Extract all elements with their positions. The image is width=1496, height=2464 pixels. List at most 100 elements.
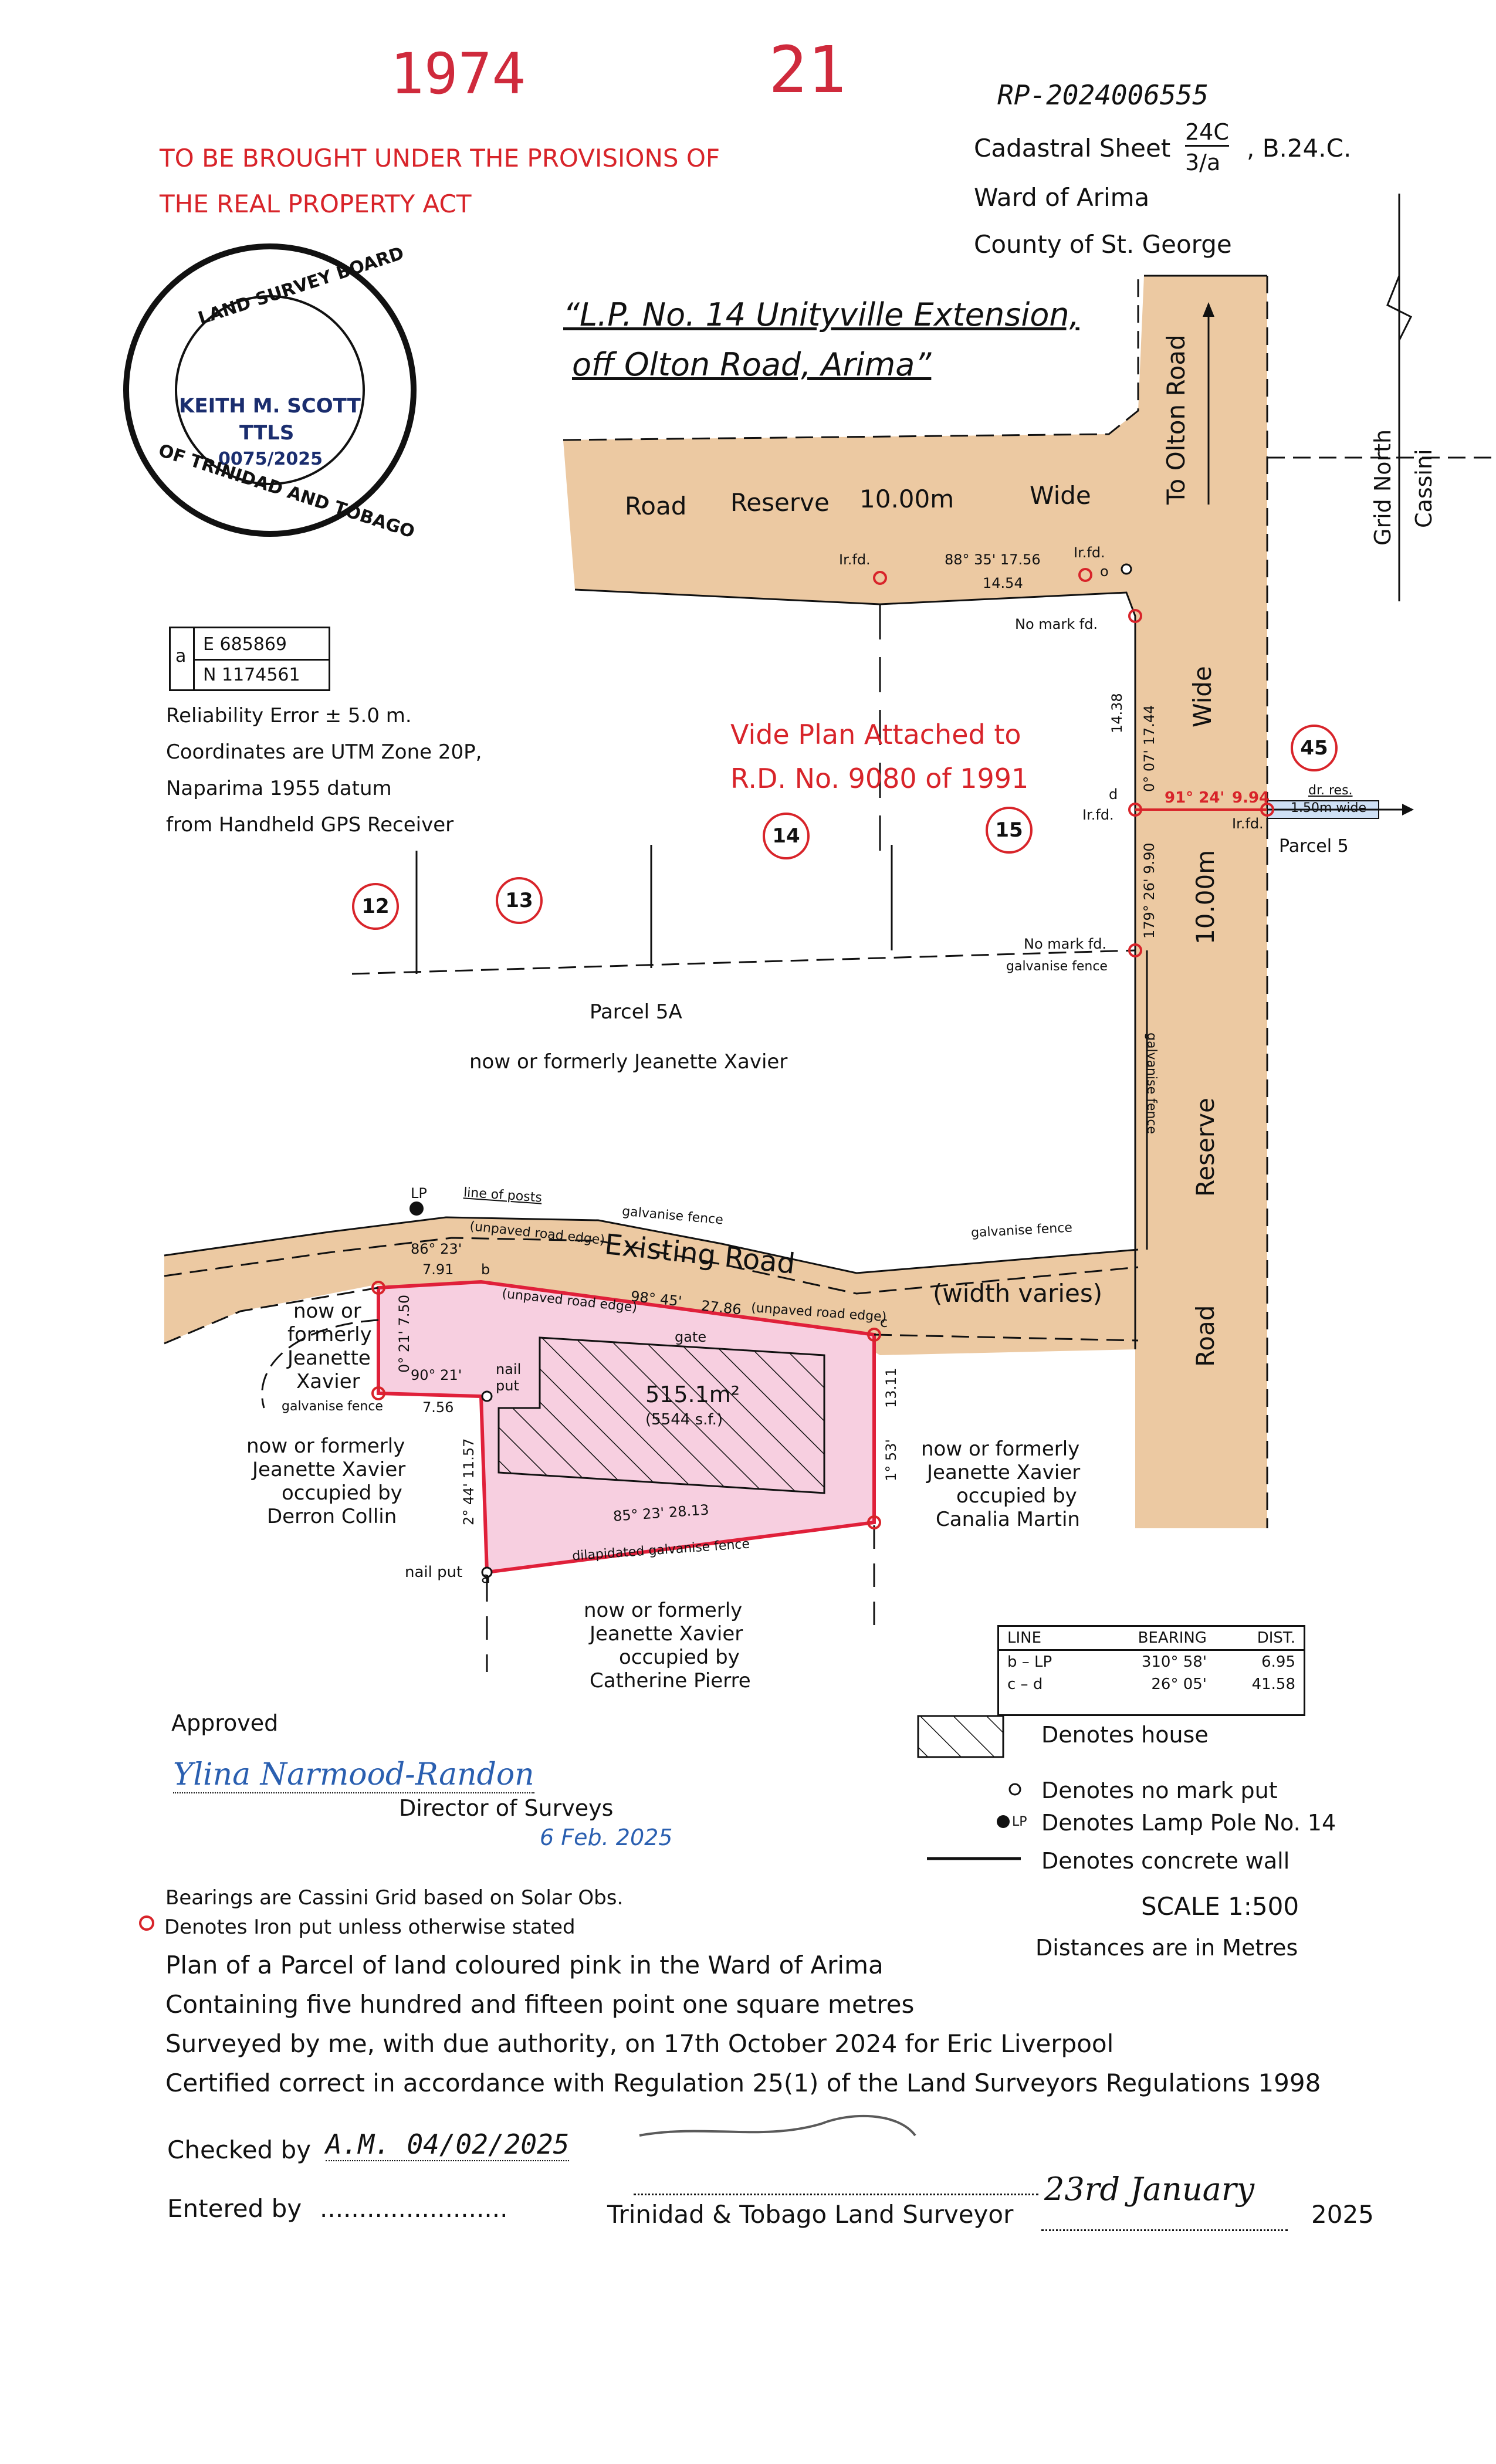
plan-desc-2: Containing five hundred and fifteen poin…: [165, 1990, 915, 2019]
nail-dist: 7.56: [422, 1399, 454, 1416]
derron-line: occupied by: [282, 1481, 402, 1505]
top-bearing-label: 88° 35' 17.56: [945, 551, 1041, 568]
vide-line1: Vide Plan Attached to: [730, 719, 1021, 750]
iron-put-mark: [867, 1328, 881, 1342]
surveyor-date: 23rd January: [1044, 2171, 1255, 2208]
lot-15-circle: 15: [986, 807, 1033, 854]
north-arrow-break: [1386, 275, 1413, 341]
iron-put-mark: [873, 571, 887, 585]
legend-lamp: Denotes Lamp Pole No. 14: [1041, 1810, 1336, 1836]
lot-13-circle: 13: [496, 877, 543, 924]
coords-note1: Reliability Error ± 5.0 m.: [166, 704, 412, 727]
ten-m-vertical-label: 10.00m: [1191, 849, 1220, 945]
stamp-reg: 0075/2025: [218, 449, 323, 469]
coords-note4: from Handheld GPS Receiver: [166, 813, 454, 837]
cadastral-den: 3/a: [1185, 150, 1221, 175]
legend-no-mark: Denotes no mark put: [1041, 1778, 1278, 1803]
dim-v1: 14.38: [1109, 693, 1125, 733]
coords-northing: N 1174561: [203, 665, 300, 685]
road-reserve-label: 10.00m: [859, 485, 955, 513]
provisions-line1: TO BE BROUGHT UNDER THE PROVISIONS OF: [160, 144, 720, 172]
line-table-cell: 6.95: [1261, 1653, 1295, 1671]
plan-number-left: 1974: [390, 41, 526, 107]
dist-7-91: 7.91: [422, 1261, 454, 1278]
left-owner-line: formerly: [287, 1323, 372, 1346]
drain-arrowhead: [1402, 804, 1414, 815]
nail-put-a-label: nail put: [405, 1563, 463, 1581]
point-b-label: b: [481, 1261, 490, 1278]
surveyor-signature-scribble: [639, 2114, 916, 2137]
area-label: 515.1m²: [645, 1382, 740, 1407]
d-dist-label: 9.94: [1232, 789, 1270, 807]
road-reserve-label: Reserve: [730, 488, 830, 517]
no-mark-put: [481, 1390, 493, 1402]
irfd-label: Ir.fd.: [1232, 815, 1264, 832]
canalia-line: now or formerly: [921, 1437, 1080, 1461]
cadastral-num: 24C: [1185, 119, 1229, 147]
no-mark-put: [1121, 563, 1132, 575]
cassini-label: Cassini: [1411, 449, 1437, 528]
iron-put-mark: [1128, 803, 1142, 817]
director-signature: Ylina Narmood-Randon: [173, 1757, 534, 1793]
line-table-header: DIST.: [1257, 1629, 1295, 1647]
director-label: Director of Surveys: [399, 1795, 614, 1821]
rp-number: RP-2024006555: [997, 79, 1209, 111]
existing-road-edge: [164, 1237, 1139, 1295]
ward-label: Ward of Arima: [974, 183, 1150, 212]
surveyor-signature-line: [634, 2165, 1038, 2195]
drain-reserve-width: 1.50m wide: [1291, 801, 1367, 815]
legend-lp-symbol: LP: [1012, 1815, 1027, 1829]
road-vertical-label: Road: [1191, 1305, 1220, 1367]
reserve-vertical-label: Reserve: [1191, 1098, 1220, 1197]
no-mark-found-label: No mark fd.: [1015, 616, 1098, 632]
road-edge-line: [563, 276, 1139, 441]
line-table-header: BEARING: [1138, 1629, 1207, 1647]
iron-put-mark: [867, 1515, 881, 1529]
line-table-cell: 41.58: [1251, 1676, 1295, 1693]
dim-v2: 0° 07' 17.44: [1141, 705, 1157, 792]
stamp-name: KEITH M. SCOTT: [179, 394, 361, 418]
cadastral-suffix: , B.24.C.: [1247, 134, 1352, 163]
nail-bearing: 90° 21': [411, 1367, 462, 1383]
plan-title-line2: off Olton Road, Arima”: [572, 346, 932, 383]
existing-road-edge: [164, 1216, 1139, 1274]
lot-12-circle: 12: [352, 883, 399, 930]
catherine-line: now or formerly: [584, 1599, 743, 1622]
line-table: LINE BEARING DIST. b – LP 310° 58' 6.95 …: [997, 1625, 1305, 1716]
gate-label: gate: [675, 1329, 707, 1345]
iron-put-mark: [371, 1281, 385, 1295]
line-table-cell: 26° 05': [1151, 1676, 1207, 1693]
house-hatch: [497, 1336, 825, 1494]
surveyor-year: 2025: [1311, 2200, 1374, 2229]
canalia-line: occupied by: [956, 1484, 1077, 1508]
legend-scale: SCALE 1:500: [1141, 1892, 1299, 1921]
lot-45-circle: 45: [1291, 725, 1338, 771]
surveyor-date-line: [1041, 2229, 1288, 2231]
existing-road: [164, 1217, 1138, 1355]
coordinates-box: a E 685869 N 1174561: [169, 627, 330, 691]
line-table-cell: 310° 58': [1141, 1653, 1207, 1671]
catherine-line: occupied by: [619, 1646, 740, 1669]
entered-by-label: Entered by: [167, 2194, 302, 2223]
coords-note2: Coordinates are UTM Zone 20P,: [166, 740, 482, 764]
legend-house-symbol: [917, 1715, 1004, 1758]
irfd-label: Ir.fd.: [1082, 807, 1114, 823]
irfd-label: Ir.fd.: [839, 551, 871, 568]
legend-wall: Denotes concrete wall: [1041, 1848, 1290, 1874]
galvanise-fence-label: galvanise fence: [1006, 959, 1108, 974]
coords-note3: Naparima 1955 datum: [166, 777, 392, 800]
wide-vertical-label: Wide: [1188, 666, 1217, 727]
right-bearing: 1° 53': [883, 1439, 899, 1481]
iron-put-mark: [1078, 568, 1092, 582]
legend-house: Denotes house: [1041, 1722, 1209, 1748]
legend-nomark-symbol: [1008, 1783, 1021, 1796]
lot-14-circle: 14: [763, 813, 810, 859]
stamp-title: TTLS: [239, 421, 295, 445]
existing-road-edge: [874, 1333, 1139, 1342]
coords-marker: a: [175, 646, 187, 666]
surveyor-label: Trinidad & Tobago Land Surveyor: [607, 2200, 1014, 2229]
approval-date: 6 Feb. 2025: [540, 1825, 673, 1850]
bearing-86-23: 86° 23': [411, 1241, 462, 1257]
lamp-pole-label: LP: [411, 1185, 427, 1201]
